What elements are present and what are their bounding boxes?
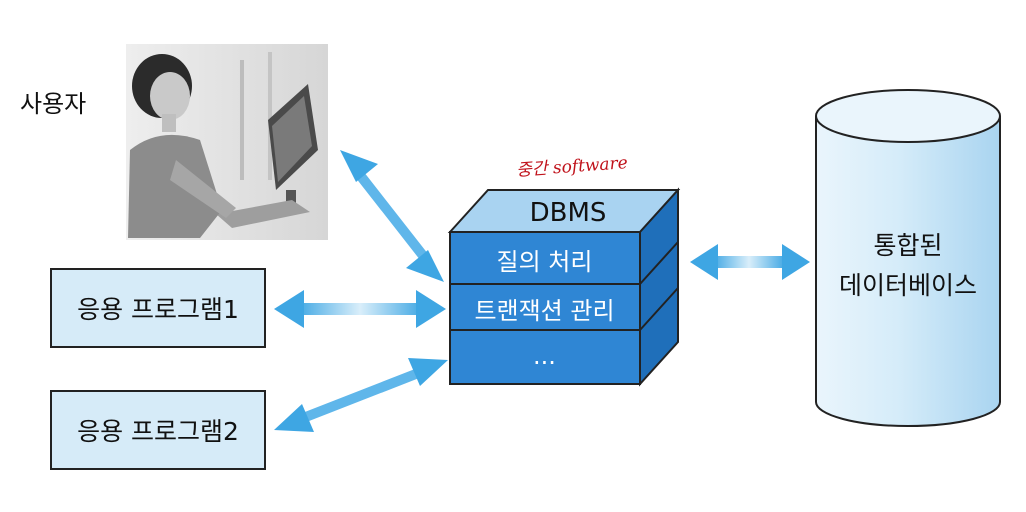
dbms-layer-transaction-management: 트랜잭션 관리 — [474, 296, 615, 325]
arrow-dbms-database — [690, 244, 810, 280]
database-label-line1: 통합된 — [873, 231, 943, 260]
application-1-box: 응용 프로그램1 — [50, 268, 266, 348]
application-2-box: 응용 프로그램2 — [50, 390, 266, 470]
arrow-user-dbms — [340, 150, 444, 282]
dbms-cube — [447, 187, 681, 387]
database-label-line2: 데이터베이스 — [838, 271, 977, 300]
dbms-layer-more: ... — [533, 342, 556, 370]
arrow-app1-dbms — [274, 290, 446, 328]
user-label: 사용자 — [20, 90, 87, 118]
user-illustration — [126, 44, 328, 240]
dbms-title: DBMS — [529, 198, 607, 228]
arrow-app2-dbms — [274, 358, 448, 432]
dbms-layer-query-processing: 질의 처리 — [496, 247, 593, 276]
database-cylinder — [815, 89, 1001, 427]
